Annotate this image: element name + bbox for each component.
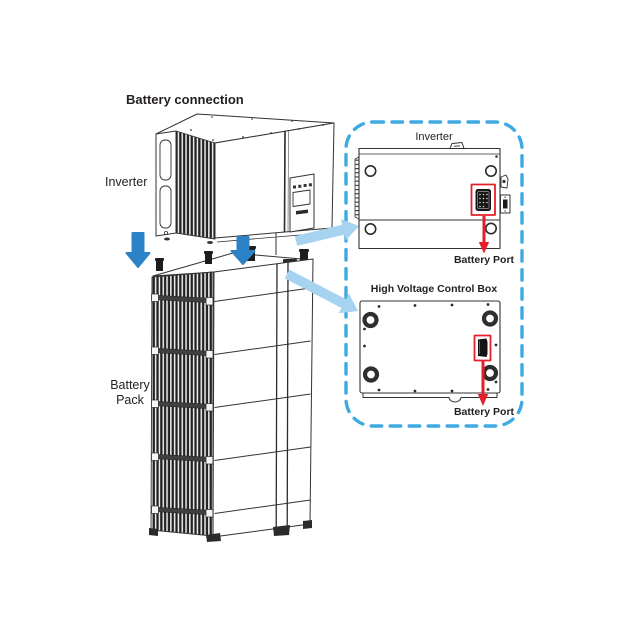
hvbox-battery-port (473, 334, 492, 362)
port-pointer-arrow-top-icon (478, 216, 490, 254)
battery-module-seams (214, 287, 311, 514)
inverter-battery-port-label: Battery Port (453, 254, 515, 266)
down-arrow-left-icon (125, 232, 151, 268)
battery-pack-label-line2: Pack (116, 392, 144, 407)
diagram-title: Battery connection (126, 92, 244, 107)
inverter-battery-port (470, 183, 496, 216)
callout-arrow-to-inverter-detail-icon (294, 219, 359, 246)
inverter-display-panel (289, 173, 315, 233)
battery-pack-drawing (149, 246, 314, 542)
battery-feet (149, 520, 312, 542)
hvbox-battery-port-label: Battery Port (453, 406, 515, 418)
rubber-feet (362, 310, 499, 383)
inverter-isometric-drawing (155, 113, 335, 255)
port-pointer-arrow-bottom-icon (477, 361, 489, 406)
detail-panel-outline (344, 120, 524, 428)
mounting-holes (364, 165, 497, 236)
callout-arrow-to-hvbox-detail-icon (284, 269, 358, 314)
battery-pack-label-line1: Battery (110, 378, 150, 392)
detail-hvbox-title: High Voltage Control Box (370, 283, 498, 295)
inverter-screen (292, 189, 311, 207)
battery-port-highlight (473, 334, 492, 362)
down-arrow-right-icon (230, 236, 256, 265)
inverter-buttons (296, 209, 308, 215)
case-screws (363, 303, 498, 393)
inverter-bottom-view-drawing (354, 142, 511, 254)
inverter-label: Inverter (105, 175, 148, 189)
battery-pack-label: Battery Pack (100, 378, 160, 407)
battery-port-highlight (470, 183, 496, 216)
hv-control-box-bottom-view-drawing (359, 300, 501, 406)
detail-inverter-title: Inverter (415, 131, 453, 143)
carry-handle-latch (449, 142, 465, 149)
inverter-heatsink-fins (175, 130, 216, 240)
